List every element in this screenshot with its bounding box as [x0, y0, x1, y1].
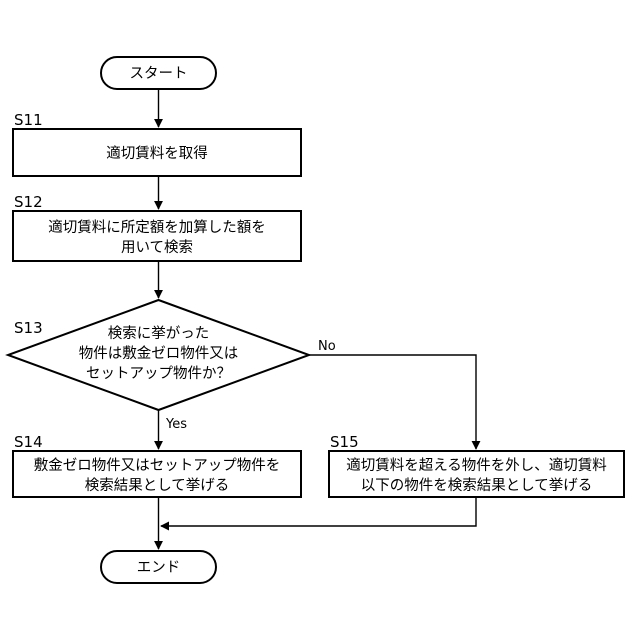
process-text-s12-line2: 用いて検索 [121, 239, 193, 256]
step-label-s15: S15 [330, 433, 359, 451]
decision-text-s13-line1: 検索に挙がった [108, 325, 210, 342]
branch-label-yes: Yes [165, 417, 187, 432]
step-label-s13: S13 [14, 319, 43, 337]
connector-s15-merge [161, 497, 476, 526]
decision-text-s13-line3: セットアップ物件か？ [86, 365, 231, 382]
step-s14: S14 敷金ゼロ物件又はセットアップ物件を 検索結果として挙げる [13, 433, 301, 497]
step-label-s11: S11 [14, 111, 43, 129]
process-text-s14-line1: 敷金ゼロ物件又はセットアップ物件を [34, 457, 281, 474]
process-text-s14-line2: 検索結果として挙げる [85, 477, 230, 494]
step-label-s14: S14 [14, 433, 43, 451]
start-label: スタート [130, 65, 188, 82]
process-text-s11-line1: 適切賃料を取得 [106, 144, 208, 162]
step-s13: S13 検索に挙がった 物件は敷金ゼロ物件又は セットアップ物件か？ [8, 300, 309, 410]
process-text-s15-line2: 以下の物件を検索結果として挙げる [361, 477, 593, 494]
end-terminal: エンド [101, 551, 216, 583]
process-text-s15-line1: 適切賃料を超える物件を外し、適切賃料 [346, 456, 607, 474]
process-text-s12-line1: 適切賃料に所定額を加算した額を [48, 218, 266, 236]
step-label-s12: S12 [14, 193, 43, 211]
step-s11: S11 適切賃料を取得 [13, 111, 301, 176]
end-label: エンド [137, 560, 181, 576]
branch-label-no: No [318, 339, 336, 354]
step-s12: S12 適切賃料に所定額を加算した額を 用いて検索 [13, 193, 301, 261]
start-terminal: スタート [101, 57, 216, 89]
decision-text-s13-line2: 物件は敷金ゼロ物件又は [79, 345, 239, 362]
